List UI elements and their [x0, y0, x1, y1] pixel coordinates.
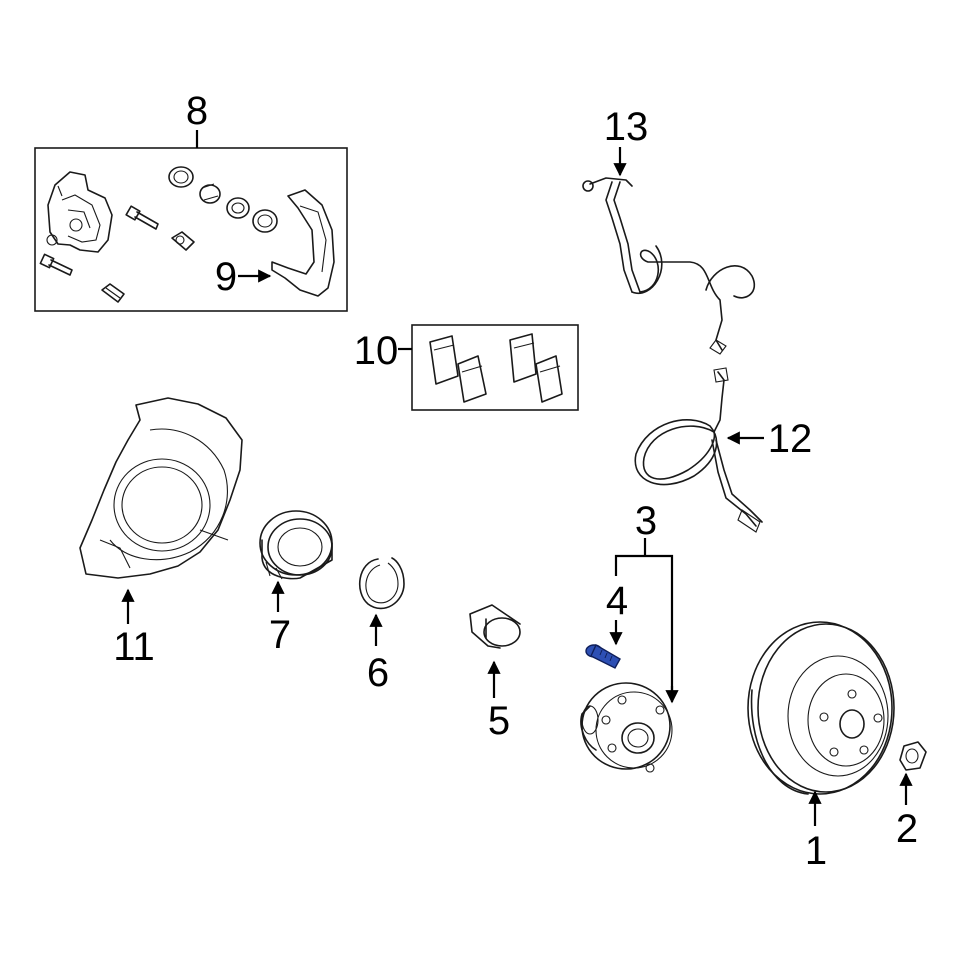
piston-boot-drawing: [199, 183, 221, 204]
callout-labels: 8 9 13 10 12 3 4 11 7 6 5 1 2: [113, 89, 918, 873]
hub-nut-drawing: [899, 741, 927, 771]
caliper-bolt-upper-drawing: [125, 205, 159, 230]
abs-wire-drawing: [634, 367, 763, 533]
slide-pin-boot-drawing: [101, 283, 125, 303]
callout-9: 9: [215, 255, 237, 299]
wheel-stud-drawing: [585, 644, 621, 669]
callout-13: 13: [604, 105, 649, 149]
piston-drawing: [226, 197, 250, 219]
callout-7: 7: [269, 613, 291, 657]
pad-set-box: [411, 324, 579, 411]
snap-ring-drawing: [359, 557, 405, 610]
caliper-kit-box: [34, 147, 348, 312]
splash-shield-drawing: [79, 397, 243, 579]
callout-10: 10: [354, 329, 399, 373]
caliper-bolt-lower-drawing: [39, 253, 73, 276]
callout-11: 11: [113, 625, 155, 669]
caliper-bracket-drawing: [271, 189, 335, 297]
callout-1: 1: [805, 829, 827, 873]
leader-3: [614, 554, 674, 700]
callout-6: 6: [367, 651, 389, 695]
dust-cap-drawing: [469, 604, 521, 649]
callout-12: 12: [768, 417, 813, 461]
caliper-body-drawing: [46, 171, 113, 253]
wheel-bearing-drawing: [259, 510, 333, 580]
brake-rotor-drawing: [747, 621, 895, 795]
callout-4: 4: [606, 579, 628, 623]
brake-pads-drawing: [429, 333, 563, 403]
callout-3: 3: [635, 499, 657, 543]
callout-8: 8: [186, 89, 208, 133]
piston-seal-drawing: [168, 166, 194, 188]
hub-assembly-drawing: [580, 682, 673, 773]
speed-sensor-drawing: [582, 177, 756, 355]
dust-seal-drawing: [252, 209, 278, 233]
bleeder-screw-drawing: [171, 231, 195, 251]
leader-lines: [121, 130, 913, 826]
callout-5: 5: [488, 699, 510, 743]
callout-2: 2: [896, 807, 918, 851]
